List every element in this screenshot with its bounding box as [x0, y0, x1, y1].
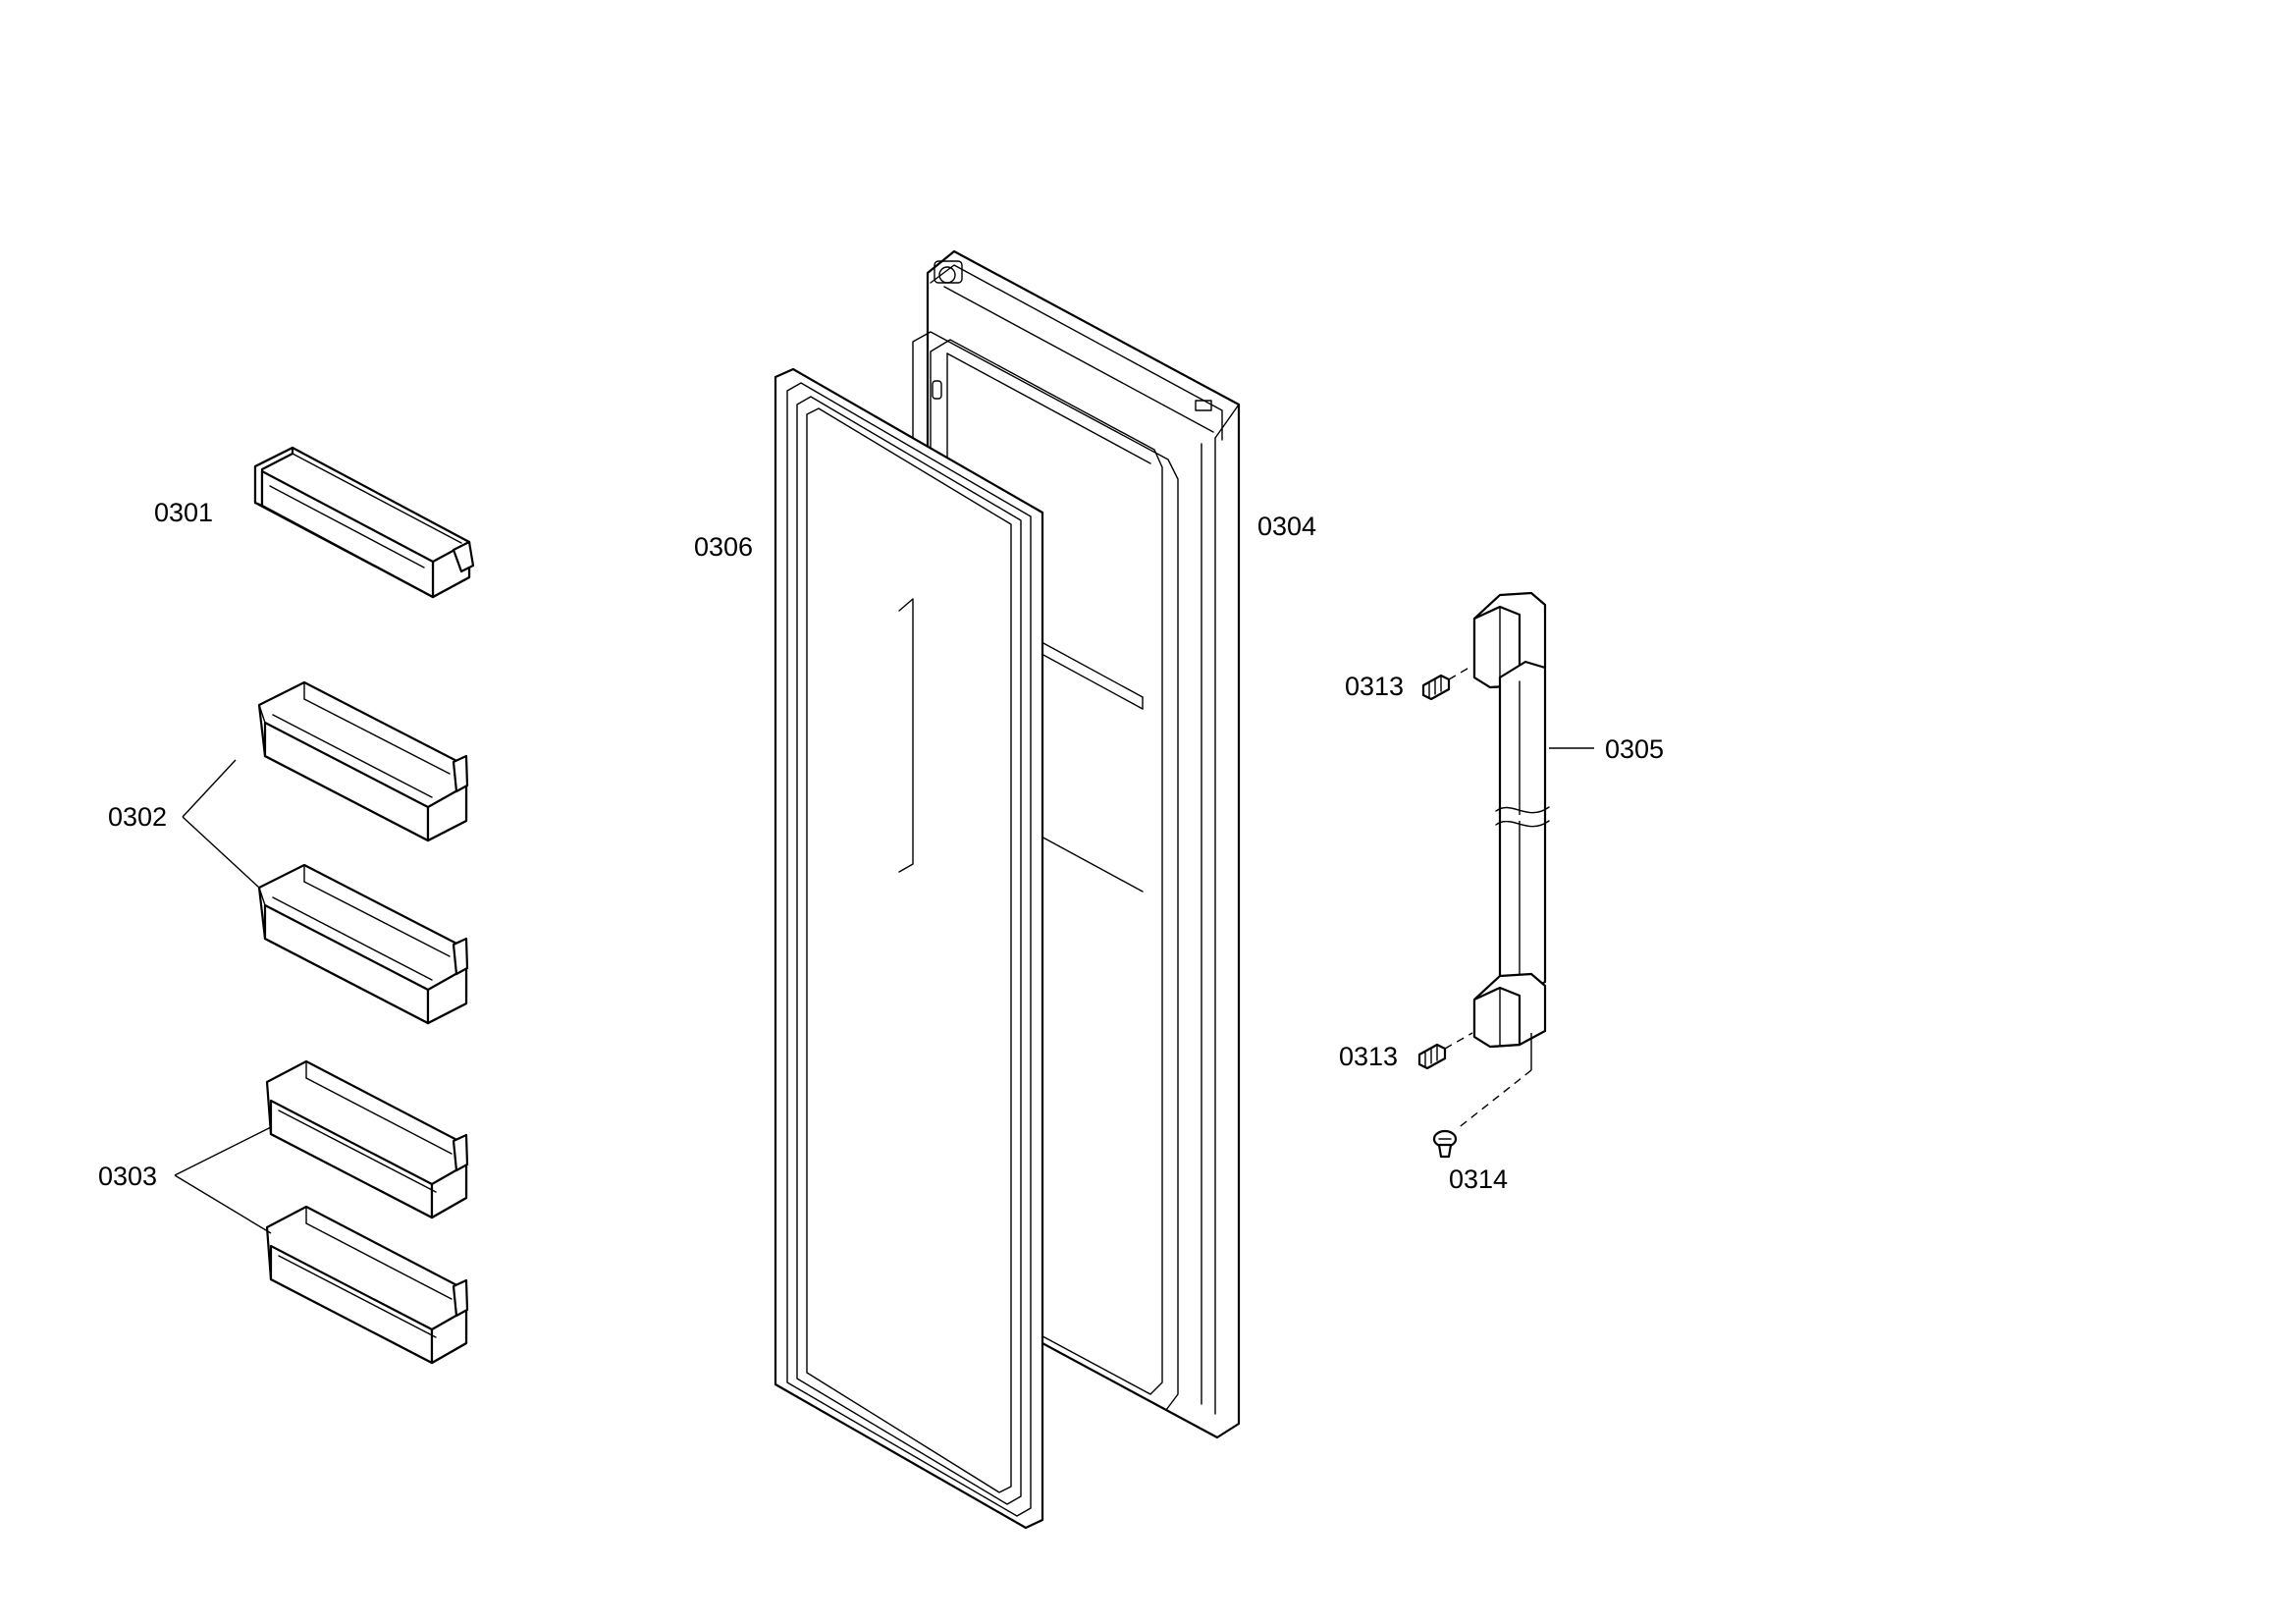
- part-0314-screw[interactable]: [1432, 1129, 1458, 1159]
- leader-lines: [174, 747, 1594, 1234]
- label-0302: 0302: [108, 802, 167, 832]
- label-0306: 0306: [694, 532, 753, 562]
- label-0304: 0304: [1257, 512, 1316, 541]
- part-0302-door-shelf-a[interactable]: [257, 680, 469, 842]
- part-0302-door-shelf-b[interactable]: [257, 863, 469, 1025]
- part-0303-door-shelf-a[interactable]: [265, 1059, 469, 1219]
- label-0313-top: 0313: [1345, 672, 1404, 701]
- label-0313-bottom: 0313: [1339, 1042, 1398, 1071]
- callout-labels: 0301 0302 0303 0304 0305 0306 0313 0313 …: [98, 498, 1664, 1194]
- part-0306-door-gasket[interactable]: [774, 367, 1044, 1530]
- part-0303-door-shelf-b[interactable]: [265, 1205, 469, 1365]
- part-0301-dairy-compartment[interactable]: [253, 446, 475, 599]
- part-0305-door-handle[interactable]: [1456, 591, 1550, 1130]
- part-0313-screw-top[interactable]: [1421, 665, 1473, 701]
- label-0301: 0301: [154, 498, 213, 527]
- label-0303: 0303: [98, 1162, 157, 1191]
- part-0313-screw-bottom[interactable]: [1417, 1032, 1473, 1070]
- label-0314: 0314: [1449, 1164, 1508, 1194]
- label-0305: 0305: [1605, 734, 1664, 764]
